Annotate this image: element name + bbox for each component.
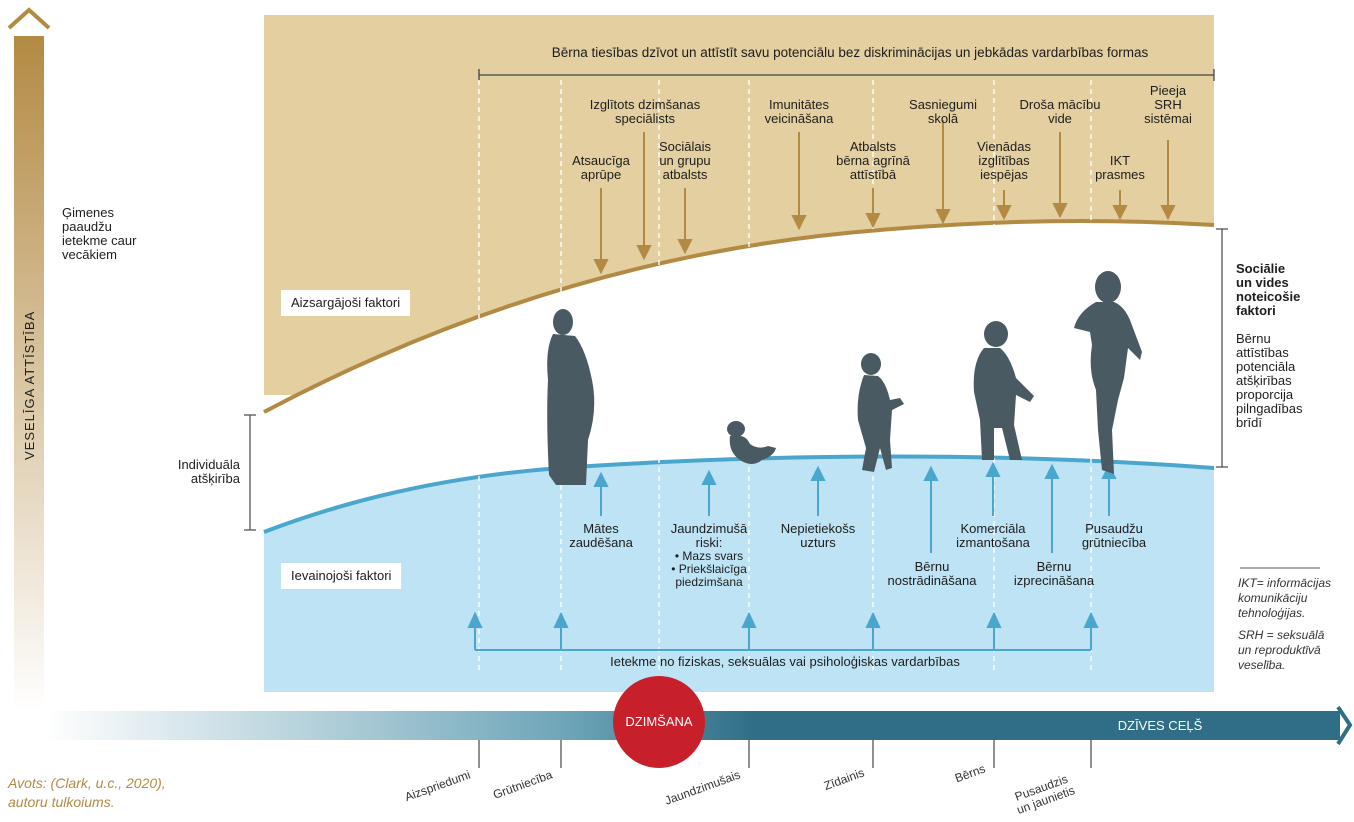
social-title: Sociālie un vides noteicošie faktori	[1236, 261, 1301, 318]
protective-factor: IKT prasmes	[1095, 153, 1145, 182]
risk-factor: Mātes zaudēšana	[569, 521, 633, 550]
birth-label: DZIMŠANA	[625, 714, 693, 729]
social-body: Bērnu attīstības potenciāla atšķirības p…	[1236, 331, 1303, 430]
violence-arrows	[467, 611, 1099, 651]
protective-arrows	[593, 120, 1176, 275]
birth-circle	[613, 676, 705, 768]
silhouette-toddler	[857, 353, 904, 472]
risk-factor-detail: • Mazs svars • Priekšlaicīga piedzimšana	[671, 549, 747, 589]
silhouette-child	[973, 321, 1034, 460]
protective-factor: Sociālais un grupu atbalsts	[658, 139, 712, 182]
risk-title: Ievainojoši faktori	[281, 563, 402, 589]
timeline-arrow-head	[1336, 705, 1353, 746]
protective-factor: Sasniegumi skolā	[909, 97, 977, 126]
risk-panel	[264, 456, 1214, 692]
protective-factor: Pieeja SRH sistēmai	[1144, 83, 1192, 126]
violence-label: Ietekme no fiziskas, seksuālas vai psiho…	[610, 654, 960, 669]
protective-factor: Atsaucīga aprūpe	[572, 153, 630, 182]
protective-curve	[263, 219, 1215, 414]
risk-factor: Bērnu nostrādināšana	[887, 559, 977, 588]
protective-factor: Atbalsts bērna agrīnā attīstībā	[836, 139, 910, 182]
srh-note: SRH = seksuālā un reproduktīvā veselība.	[1238, 628, 1325, 672]
silhouette-teen	[1074, 271, 1142, 474]
silhouette-baby	[727, 421, 776, 464]
vertical-axis-label: VESELĪGA ATTĪSTĪBA	[22, 310, 37, 460]
source-note: Avots: (Clark, u.c., 2020), autoru tulko…	[8, 775, 166, 810]
risk-factor: Jaundzimušā riski:	[670, 521, 748, 550]
rights-title: Bērna tiesības dzīvot un attīstīt savu p…	[551, 45, 1149, 60]
silhouette-pregnant-woman	[547, 309, 595, 485]
risk-curve	[263, 454, 1215, 534]
risk-factor: Pusaudžu grūtniecība	[1081, 521, 1147, 550]
risk-factor: Nepietiekošs uzturs	[780, 521, 856, 550]
protective-factor: Vienādas izglītības iespējas	[977, 139, 1031, 182]
risk-factor: Bērnu izprecināšana	[1013, 559, 1095, 588]
protective-factor: Imunitātes veicināšana	[764, 97, 834, 126]
protective-factor: Izglītots dzimšanas speciālists	[589, 97, 701, 126]
timeline-ticks	[478, 740, 1092, 768]
ikt-note: IKT= informācijas komunikāciju tehnoloģi…	[1238, 576, 1332, 620]
individual-bracket	[244, 414, 256, 531]
vertical-arrow-head	[7, 7, 51, 30]
vertical-axis-bar	[14, 36, 44, 712]
life-course-label: DZĪVES CEĻŠ	[1117, 718, 1203, 733]
family-note: Ģimenes paaudžu ietekme caur vecākiem	[62, 205, 137, 262]
protective-factor: Droša mācību vide	[1019, 97, 1101, 126]
protective-title: Aizsargājoši faktori	[281, 290, 411, 316]
individual-note: Individuāla atšķirība	[177, 457, 240, 486]
social-bracket	[1216, 228, 1228, 468]
silhouettes	[547, 271, 1142, 485]
risk-factor: Komerciāla izmantošana	[956, 521, 1030, 550]
